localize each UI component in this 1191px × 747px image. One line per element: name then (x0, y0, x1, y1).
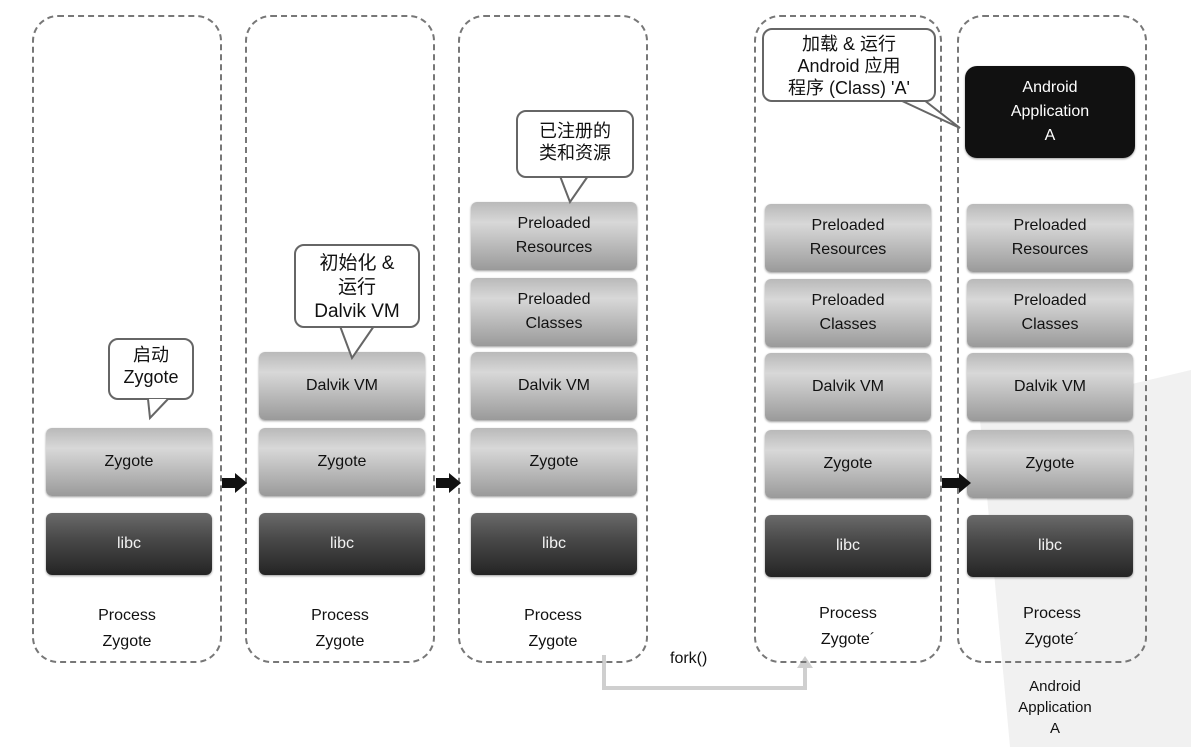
libc-block: libc (765, 515, 931, 577)
dalvik-block: Dalvik VM (765, 353, 931, 421)
zygote-label: Zygote (1025, 455, 1075, 472)
zygote-block: Zygote (259, 428, 425, 496)
zygote-label: Zygote (104, 453, 154, 470)
zygote-label: Zygote (317, 453, 367, 470)
libc-block: libc (259, 513, 425, 575)
preloaded-classes-label: Preloaded Classes (811, 292, 885, 333)
panel-4 (754, 15, 942, 663)
callout-tail (339, 325, 375, 361)
libc-label: libc (541, 535, 566, 552)
panel-2 (245, 15, 435, 663)
callout-load-app: 加载 & 运行 Android 应用 程序 (Class) 'A' (762, 28, 936, 102)
preloaded-classes-label: Preloaded Classes (517, 291, 591, 332)
preloaded-resources-label: Preloaded Resources (1011, 217, 1089, 258)
preloaded-classes-label: Preloaded Classes (1013, 292, 1087, 333)
dalvik-block: Dalvik VM (967, 353, 1133, 421)
preloaded-resources-block: Preloaded Resources (967, 204, 1133, 272)
process-label: Process Zygote (524, 607, 582, 650)
callout-init-dalvik: 初始化 & 运行 Dalvik VM (294, 244, 420, 328)
process-label: Process Zygote (311, 607, 369, 650)
libc-block: libc (471, 513, 637, 575)
zygote-block: Zygote (471, 428, 637, 496)
process-label: Process Zygote´ (819, 605, 877, 648)
preloaded-resources-block: Preloaded Resources (765, 204, 931, 272)
process-label: Process Zygote (98, 607, 156, 650)
libc-label: libc (116, 535, 141, 552)
callout-tail (147, 398, 169, 421)
dalvik-label: Dalvik VM (1013, 378, 1086, 395)
preloaded-classes-block: Preloaded Classes (471, 278, 637, 346)
fork-connector (602, 655, 807, 690)
libc-block: libc (46, 513, 212, 575)
zygote-block: Zygote (967, 430, 1133, 498)
preloaded-classes-block: Preloaded Classes (765, 279, 931, 347)
fork-label: fork() (670, 650, 708, 667)
preloaded-classes-block: Preloaded Classes (967, 279, 1133, 347)
zygote-block: Zygote (46, 428, 212, 496)
dalvik-block: Dalvik VM (259, 352, 425, 420)
zygote-label: Zygote (529, 453, 579, 470)
dalvik-block: Dalvik VM (471, 352, 637, 420)
callout-tail (559, 175, 589, 205)
zygote-label: Zygote (823, 455, 873, 472)
libc-label: libc (835, 537, 860, 554)
preloaded-resources-block: Preloaded Resources (471, 202, 637, 270)
android-application-block: Android Application A (965, 66, 1135, 158)
android-application-label: Android Application A (1010, 79, 1090, 144)
panel-5 (957, 15, 1147, 663)
preloaded-resources-label: Preloaded Resources (515, 215, 593, 256)
bottom-application-label: Android Application A (1018, 678, 1092, 737)
panel-3 (458, 15, 648, 663)
process-label: Process Zygote´ (1023, 605, 1081, 648)
dalvik-label: Dalvik VM (811, 378, 884, 395)
preloaded-resources-label: Preloaded Resources (809, 217, 887, 258)
dalvik-label: Dalvik VM (517, 377, 590, 394)
callout-start-zygote: 启动 Zygote (108, 338, 194, 400)
zygote-block: Zygote (765, 430, 931, 498)
libc-label: libc (1037, 537, 1062, 554)
panel-1 (32, 15, 222, 663)
libc-label: libc (329, 535, 354, 552)
libc-block: libc (967, 515, 1133, 577)
dalvik-label: Dalvik VM (305, 377, 378, 394)
callout-registered: 已注册的 类和资源 (516, 110, 634, 178)
callout-tail (899, 99, 961, 129)
